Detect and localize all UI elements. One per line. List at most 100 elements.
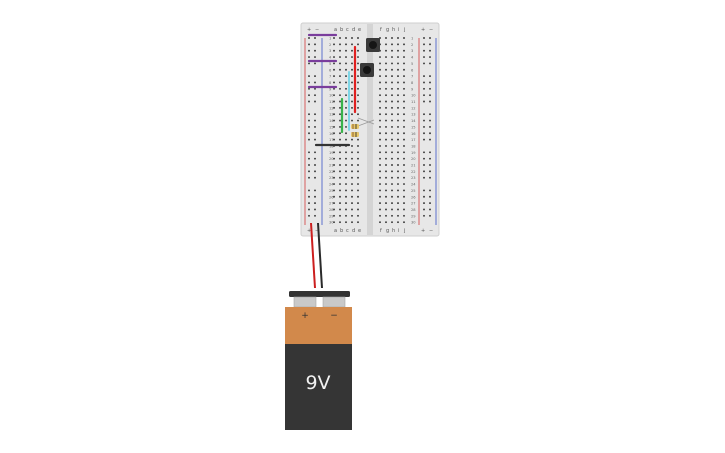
hole-b5[interactable] (339, 62, 341, 65)
hole-f12[interactable] (379, 106, 381, 109)
hole-f30[interactable] (379, 221, 381, 224)
hole-j23[interactable] (403, 176, 405, 179)
hole-c20[interactable] (345, 157, 347, 160)
hole-a19[interactable] (333, 151, 335, 154)
hole-b12[interactable] (339, 106, 341, 109)
hole-j13[interactable] (403, 113, 405, 116)
rail-hole-0-4[interactable] (308, 56, 310, 58)
hole-d4[interactable] (351, 56, 353, 58)
hole-d14[interactable] (351, 119, 353, 122)
hole-b1[interactable] (339, 37, 341, 39)
hole-c30[interactable] (345, 221, 347, 224)
rail-hole-3-11[interactable] (429, 100, 431, 103)
hole-i7[interactable] (397, 75, 399, 78)
hole-d30[interactable] (351, 221, 353, 224)
hole-i16[interactable] (397, 132, 399, 135)
hole-i10[interactable] (397, 94, 399, 97)
hole-a4[interactable] (333, 56, 335, 58)
hole-a16[interactable] (333, 132, 335, 135)
hole-a1[interactable] (333, 37, 335, 39)
rail-hole-3-3[interactable] (429, 49, 431, 52)
rail-hole-3-29[interactable] (429, 214, 431, 217)
hole-j30[interactable] (403, 221, 405, 224)
hole-g6[interactable] (385, 68, 387, 71)
hole-f27[interactable] (379, 202, 381, 205)
hole-c26[interactable] (345, 195, 347, 198)
resistor-2[interactable] (351, 132, 359, 137)
rail-hole-3-25[interactable] (429, 189, 431, 192)
hole-h28[interactable] (391, 208, 393, 211)
rail-hole-0-13[interactable] (308, 113, 310, 116)
hole-i27[interactable] (397, 202, 399, 205)
rail-hole-0-15[interactable] (308, 125, 310, 128)
hole-h7[interactable] (391, 75, 393, 78)
hole-f26[interactable] (379, 195, 381, 198)
rail-hole-0-1[interactable] (308, 37, 310, 39)
hole-g10[interactable] (385, 94, 387, 97)
hole-g15[interactable] (385, 125, 387, 128)
hole-i8[interactable] (397, 81, 399, 84)
hole-b24[interactable] (339, 183, 341, 185)
hole-b2[interactable] (339, 43, 341, 46)
rail-hole-0-16[interactable] (308, 132, 310, 135)
hole-g21[interactable] (385, 164, 387, 166)
hole-f16[interactable] (379, 132, 381, 135)
rail-hole-0-23[interactable] (308, 176, 310, 179)
hole-d19[interactable] (351, 151, 353, 154)
wire-grey-lead-2[interactable] (357, 119, 375, 127)
hole-h8[interactable] (391, 81, 393, 84)
hole-j17[interactable] (403, 138, 405, 141)
hole-b7[interactable] (339, 75, 341, 78)
rail-hole-2-22[interactable] (423, 170, 425, 173)
hole-d1[interactable] (351, 37, 353, 39)
battery-terminal-minus[interactable] (322, 296, 346, 308)
rail-hole-0-20[interactable] (308, 157, 310, 160)
rail-hole-0-3[interactable] (308, 49, 310, 52)
rail-hole-1-7[interactable] (314, 75, 316, 78)
hole-b17[interactable] (339, 138, 341, 141)
hole-d28[interactable] (351, 208, 353, 211)
rail-hole-2-7[interactable] (423, 75, 425, 78)
hole-j20[interactable] (403, 157, 405, 160)
hole-d17[interactable] (351, 138, 353, 141)
hole-f18[interactable] (379, 145, 381, 147)
hole-g12[interactable] (385, 106, 387, 109)
hole-j21[interactable] (403, 164, 405, 166)
hole-d23[interactable] (351, 176, 353, 179)
hole-j14[interactable] (403, 119, 405, 122)
hole-c24[interactable] (345, 183, 347, 185)
rail-hole-2-10[interactable] (423, 94, 425, 97)
rail-hole-2-13[interactable] (423, 113, 425, 116)
hole-e28[interactable] (357, 208, 359, 211)
hole-d8[interactable] (351, 81, 353, 84)
hole-e3[interactable] (357, 49, 359, 52)
hole-i12[interactable] (397, 106, 399, 109)
hole-h23[interactable] (391, 176, 393, 179)
rail-hole-1-8[interactable] (314, 81, 316, 84)
rail-hole-2-20[interactable] (423, 157, 425, 160)
hole-d2[interactable] (351, 43, 353, 46)
rail-hole-1-10[interactable] (314, 94, 316, 97)
hole-j25[interactable] (403, 189, 405, 192)
rail-hole-2-9[interactable] (423, 87, 425, 90)
hole-e14[interactable] (357, 119, 359, 122)
hole-h24[interactable] (391, 183, 393, 185)
hole-a15[interactable] (333, 125, 335, 128)
hole-d22[interactable] (351, 170, 353, 173)
hole-c1[interactable] (345, 37, 347, 39)
hole-g25[interactable] (385, 189, 387, 192)
hole-g20[interactable] (385, 157, 387, 160)
hole-f8[interactable] (379, 81, 381, 84)
rail-hole-0-11[interactable] (308, 100, 310, 103)
wire-grey-lead-1[interactable] (357, 117, 375, 125)
hole-h1[interactable] (391, 37, 393, 39)
hole-c6[interactable] (345, 68, 347, 71)
hole-d12[interactable] (351, 106, 353, 109)
hole-e12[interactable] (357, 106, 359, 109)
hole-j1[interactable] (403, 37, 405, 39)
hole-a3[interactable] (333, 49, 335, 52)
rail-hole-1-1[interactable] (314, 37, 316, 39)
rail-hole-0-27[interactable] (308, 202, 310, 205)
hole-c2[interactable] (345, 43, 347, 46)
hole-c11[interactable] (345, 100, 347, 103)
